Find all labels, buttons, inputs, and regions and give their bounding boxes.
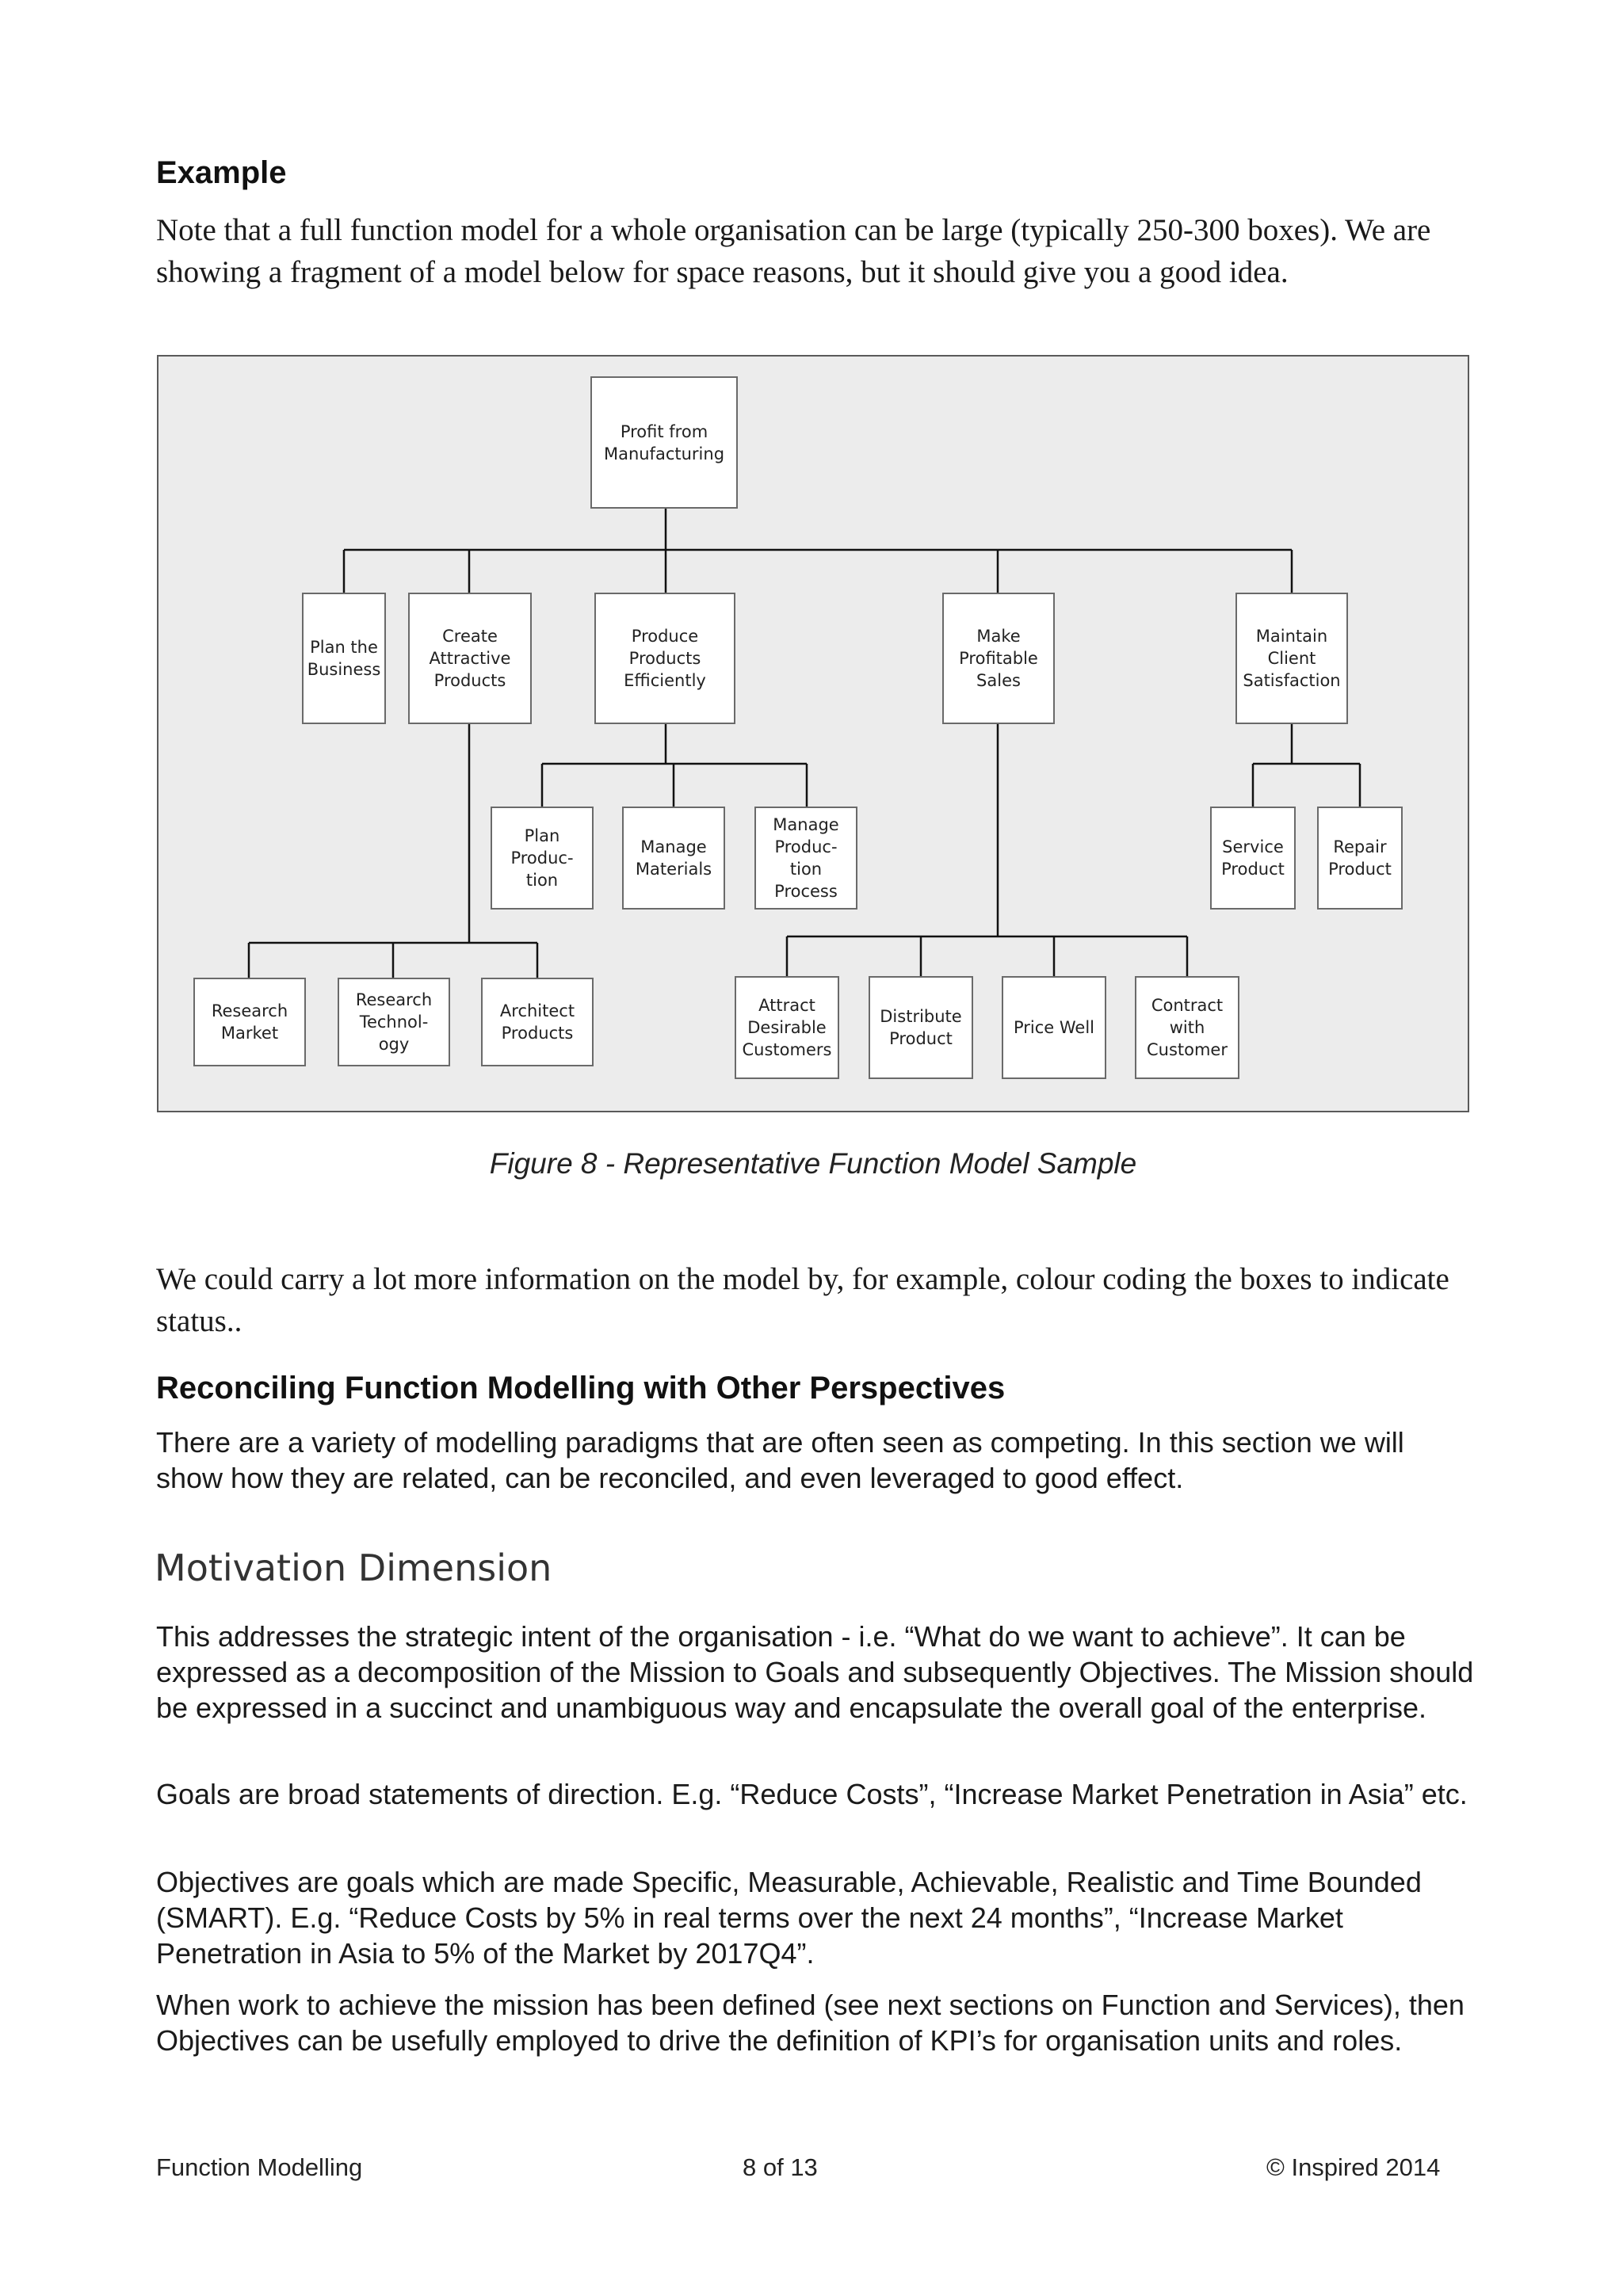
footer-copyright: © Inspired 2014 [1266,2153,1441,2181]
function-model-diagram: Profit from Manufacturing Plan the Busin… [157,355,1469,1112]
motivation-paragraph-4: When work to achieve the mission has bee… [156,1989,1465,2057]
after-figure-paragraph: We could carry a lot more information on… [156,1262,1449,1338]
footer-document-title: Function Modelling [156,2153,363,2181]
function-node-service-product: Service Product [1210,807,1296,910]
footer-page-number: 8 of 13 [743,2153,818,2181]
section-heading-example: Example [156,155,287,190]
function-node-produce-products-efficiently: Produce Products Efficiently [594,593,735,724]
function-node-profit-from-manufacturing: Profit from Manufacturing [590,376,738,509]
function-node-maintain-client-satisfaction: Maintain Client Satisfaction [1235,593,1348,724]
function-node-architect-products: Architect Products [481,978,594,1066]
function-node-research-market: Research Market [193,978,306,1066]
function-node-plan-production: Plan Produc- tion [491,807,594,910]
function-node-make-profitable-sales: Make Profitable Sales [942,593,1055,724]
function-node-manage-materials: Manage Materials [622,807,725,910]
motivation-paragraph-3: Objectives are goals which are made Spec… [156,1866,1422,1970]
function-node-distribute-product: Distribute Product [869,976,973,1079]
function-node-price-well: Price Well [1002,976,1106,1079]
section-heading-motivation-dimension: Motivation Dimension [155,1547,552,1589]
figure-caption: Figure 8 - Representative Function Model… [489,1147,1137,1180]
diagram-connectors [247,509,1361,978]
function-node-research-technology: Research Technol- ogy [338,978,450,1066]
example-intro-paragraph: Note that a full function model for a wh… [156,213,1431,289]
function-node-manage-production-process: Manage Produc- tion Process [754,807,857,910]
function-node-plan-the-business: Plan the Business [302,593,386,724]
function-node-contract-with-customer: Contract with Customer [1135,976,1239,1079]
function-node-attract-desirable-customers: Attract Desirable Customers [735,976,839,1079]
motivation-paragraph-2: Goals are broad statements of direction.… [156,1778,1468,1810]
section-heading-reconciling: Reconciling Function Modelling with Othe… [156,1371,1006,1405]
function-node-create-attractive-products: Create Attractive Products [408,593,532,724]
reconciling-paragraph: There are a variety of modelling paradig… [156,1426,1404,1494]
function-node-repair-product: Repair Product [1317,807,1403,910]
motivation-paragraph-1: This addresses the strategic intent of t… [156,1620,1474,1724]
